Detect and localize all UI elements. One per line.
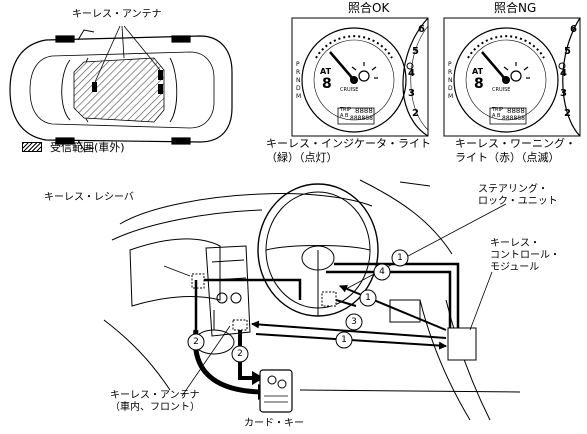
- front-antenna-leader: [181, 325, 231, 397]
- marker-2-b: 2: [237, 349, 243, 359]
- panel-ok-header: 照合OK: [348, 1, 390, 15]
- gauge-ok-gear-d: D: [296, 85, 301, 92]
- panel-ng-header: 照合NG: [494, 1, 537, 15]
- gauge-ok-gear-n: N: [296, 77, 301, 84]
- marker-3: 3: [351, 317, 357, 327]
- tach-ok-6: 6: [418, 24, 425, 35]
- gauge-ok-gear-p: P: [296, 61, 300, 68]
- gauge-panel-ng: [443, 17, 581, 137]
- gauge-ok-cruise: CRUISE: [340, 87, 359, 93]
- panel-ok-caption-2: （緑）（点灯）: [266, 151, 338, 164]
- tach-ok-3: 3: [408, 88, 415, 99]
- panel-ng-caption-2: ライト（赤）（点滅）: [455, 151, 560, 164]
- gauge-ok-odo-long: 888888: [350, 115, 373, 122]
- marker-circles: [187, 249, 409, 363]
- steering-lock-label-2: ロック・ユニット: [478, 196, 558, 207]
- antenna-to-card-arrow: [192, 329, 261, 395]
- receiver-label: キーレス・レシーバ: [44, 192, 134, 203]
- gauge-ng-odo-long: 888888: [502, 115, 525, 122]
- control-module-label-3: モジュール: [490, 262, 540, 273]
- marker-2-a: 2: [193, 337, 199, 347]
- card-key-label: カード・キー: [244, 418, 304, 429]
- tach-ng-6: 6: [570, 24, 577, 35]
- gauge-ng-gear-d: D: [448, 85, 453, 92]
- marker-1-c: 1: [341, 335, 347, 345]
- card-key-drawing: [259, 369, 293, 413]
- gauge-ok-trip: TRIP: [340, 107, 352, 113]
- tach-ng-2: 2: [564, 108, 571, 119]
- gauge-ng-gear-p: P: [448, 61, 452, 68]
- receiver-leader: [163, 265, 191, 277]
- reception-legend-text: 受信範囲(車外): [50, 141, 125, 154]
- gauge-ng-gear-n: N: [448, 77, 453, 84]
- panel-ng-caption-1: キーレス・ワーニング・: [455, 137, 576, 150]
- gauge-ng-gear-r: R: [448, 69, 453, 76]
- control-module-leader: [469, 271, 493, 331]
- marker-1-b: 1: [365, 293, 371, 303]
- wiring: [194, 262, 460, 330]
- tach-partial-ok: [402, 17, 429, 137]
- tach-ok-5: 5: [412, 46, 419, 57]
- panel-ok-caption-1: キーレス・インジケータ・ライト: [266, 137, 431, 150]
- gauge-ng-trip-sub: A B: [492, 113, 501, 119]
- tach-ng-4: 4: [560, 68, 567, 79]
- steering-lock-leader: [343, 203, 507, 291]
- tach-ok-2: 2: [412, 108, 419, 119]
- gauge-ok-trip-sub: A B: [340, 113, 349, 119]
- marker-1-a: 1: [397, 253, 403, 263]
- antenna-top-label: キーレス・アンテナ: [72, 9, 162, 20]
- gauge-ng-gear-m: M: [448, 93, 454, 100]
- front-antenna-label-2: （車内、フロント）: [110, 402, 200, 413]
- front-antenna-arrowhead: [252, 371, 264, 385]
- gauge-ok-at: AT: [320, 67, 332, 76]
- antenna-leader-lines: [94, 25, 161, 83]
- gauge-ng-gear-digit: 8: [474, 76, 484, 92]
- gauge-ok-gear-digit: 8: [322, 76, 332, 92]
- dashboard-drawing: [103, 179, 521, 421]
- tach-ng-5: 5: [564, 46, 571, 57]
- gauge-ng-trip: TRIP: [492, 107, 504, 113]
- antenna-markers: [92, 70, 163, 94]
- front-antenna-box: [232, 319, 248, 331]
- steering-lock-box: [321, 291, 337, 307]
- control-module-label-1: キーレス・: [490, 238, 540, 249]
- front-antenna-label-1: キーレス・アンテナ: [110, 390, 200, 401]
- tach-ng-3: 3: [560, 88, 567, 99]
- car-top-view: [9, 29, 233, 151]
- gauge-panel-ok: [291, 17, 429, 137]
- keyless-receiver-box: [191, 273, 205, 289]
- steering-lock-label-1: ステアリング・: [478, 184, 548, 195]
- gauge-ok-gear-r: R: [296, 69, 301, 76]
- gauge-ng-cruise: CRUISE: [492, 87, 511, 93]
- gauge-ok-gear-m: M: [296, 93, 302, 100]
- control-module-label-2: コントロール・: [490, 250, 560, 261]
- gauge-ok-odo: 8888: [355, 107, 373, 115]
- control-module-box: [447, 327, 477, 361]
- tach-partial-ng: [562, 17, 581, 137]
- gauge-ng-odo: 8888: [507, 107, 525, 115]
- gauge-ng-at: AT: [472, 67, 484, 76]
- tach-ok-4: 4: [408, 68, 415, 79]
- reception-area-hatch: [73, 57, 165, 123]
- reception-legend-swatch: [22, 142, 42, 152]
- marker-4: 4: [379, 267, 385, 277]
